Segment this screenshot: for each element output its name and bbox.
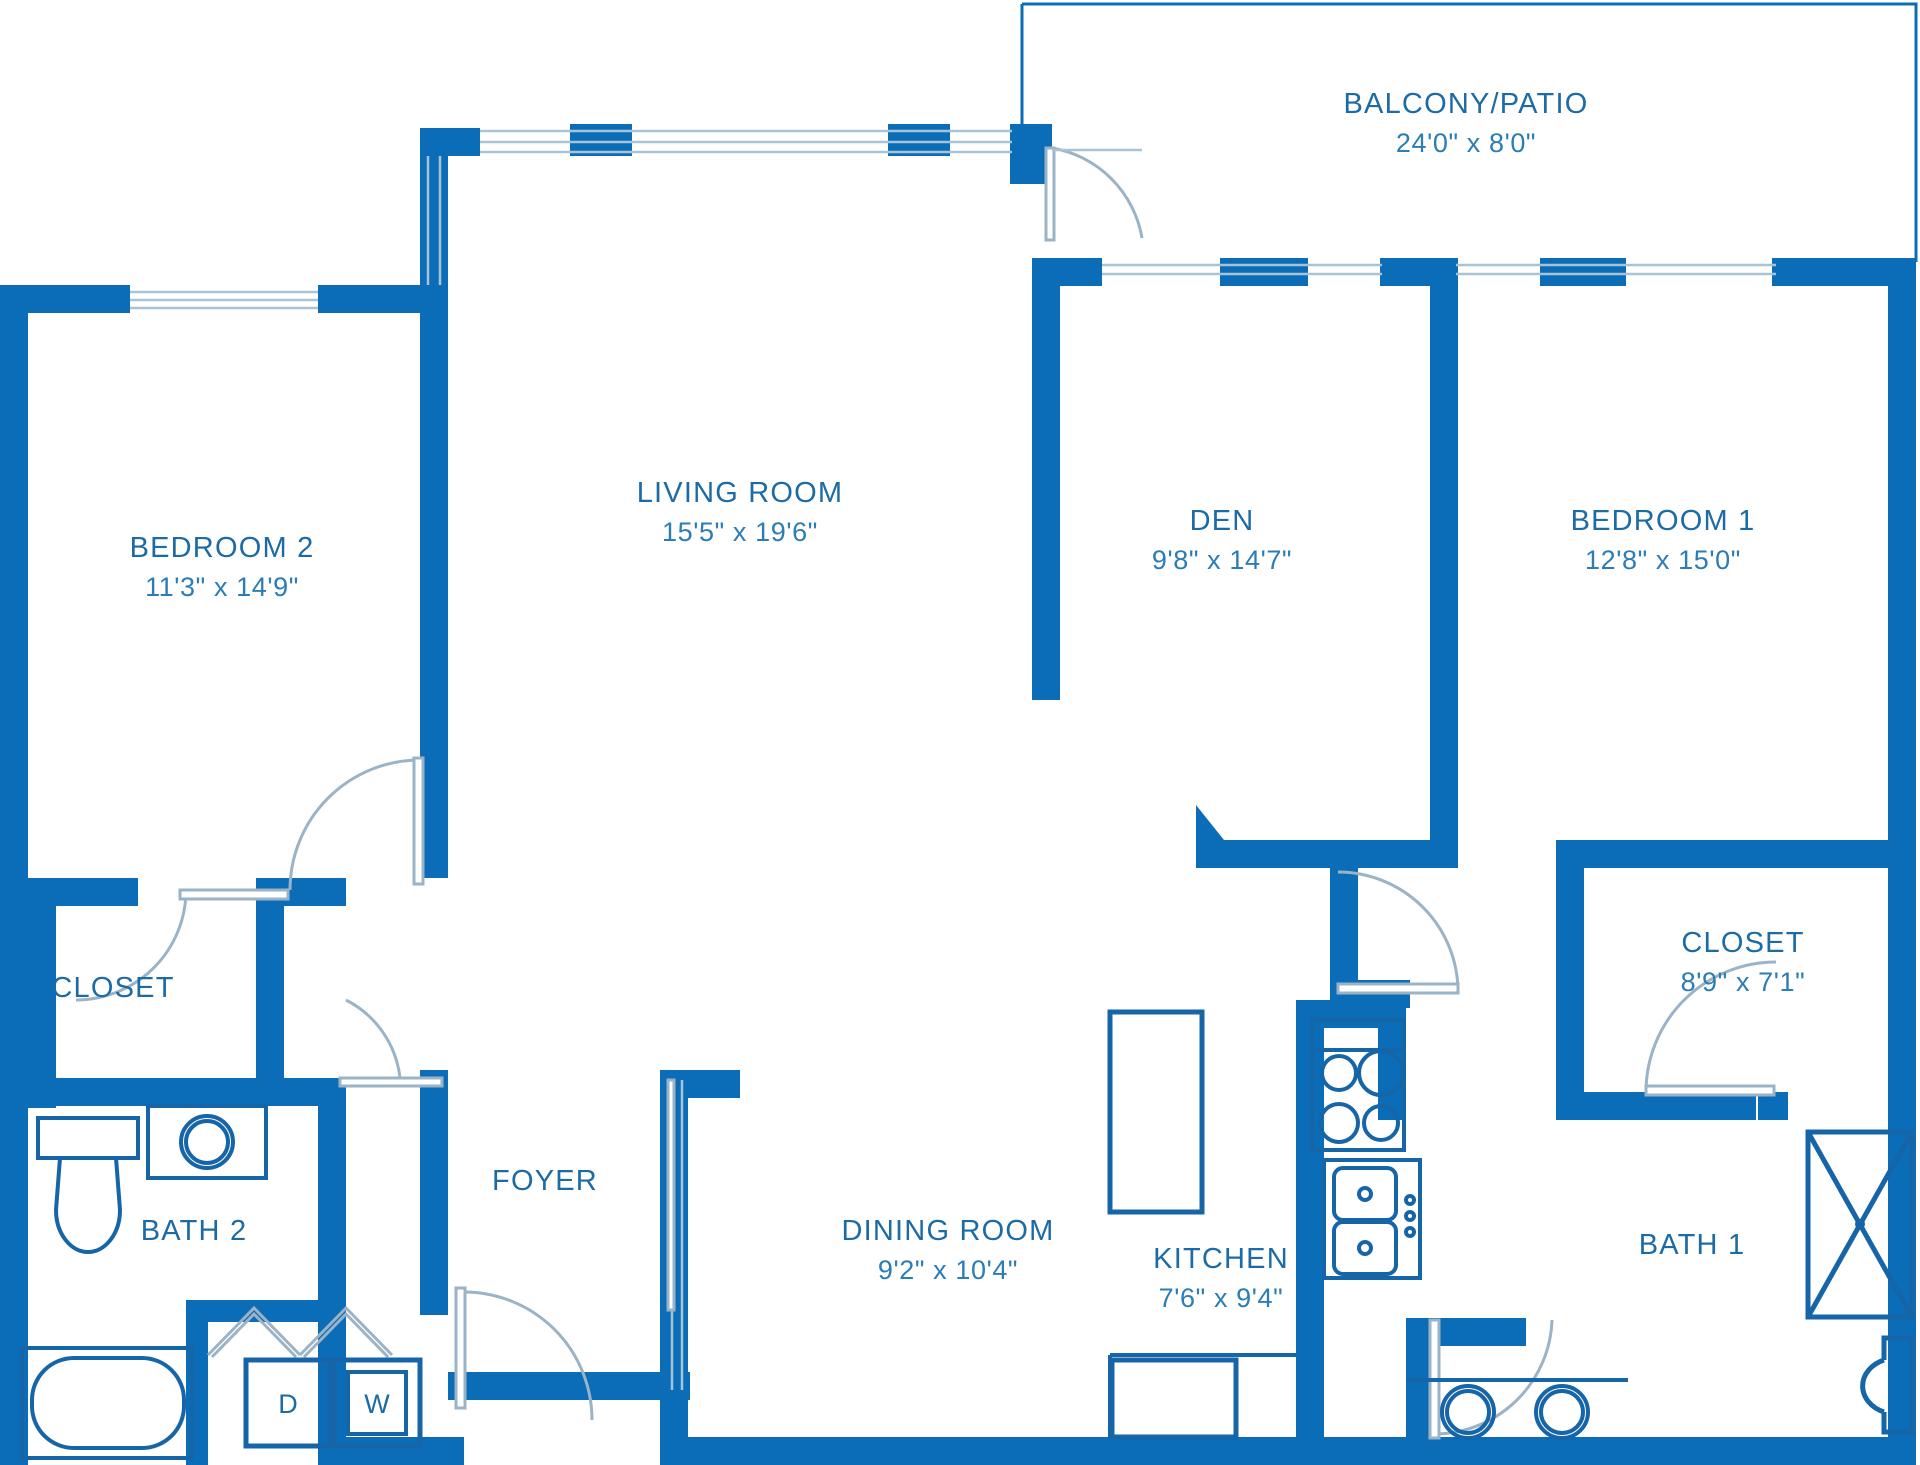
room-labels: BALCONY/PATIO 24'0" x 8'0" BEDROOM 2 11'…: [51, 88, 1806, 1313]
washer-icon: [331, 1357, 423, 1449]
bath1-fixtures: [1406, 1129, 1915, 1440]
room-label-den: DEN: [1190, 505, 1255, 537]
bath2-fixtures: [20, 1104, 423, 1460]
room-dim-closet-1: 8'9" x 7'1": [1681, 967, 1806, 997]
room-dim-kitchen: 7'6" x 9'4": [1159, 1283, 1284, 1313]
refrigerator-icon: [1107, 1009, 1205, 1215]
vanity-sink-icon: [146, 1104, 268, 1180]
room-dim-bedroom-2: 11'3" x 14'9": [145, 572, 299, 602]
bathtub-icon: [20, 1346, 194, 1460]
laundry-bifold-doors-icon: [206, 1305, 394, 1359]
room-label-foyer: FOYER: [492, 1165, 598, 1197]
toilet-icon: [1860, 1335, 1915, 1435]
room-label-bedroom-2: BEDROOM 2: [130, 532, 315, 564]
appliance-label-washer: W: [364, 1389, 390, 1419]
walls: [0, 124, 1916, 1465]
dryer-icon: [243, 1357, 333, 1449]
double-sink-icon: [1322, 1158, 1422, 1280]
room-label-bath-1: BATH 1: [1639, 1229, 1746, 1261]
room-label-living-room: LIVING ROOM: [637, 477, 844, 509]
room-dim-bedroom-1: 12'8" x 15'0": [1585, 545, 1741, 575]
kitchen-fixtures: [1107, 1009, 1422, 1440]
double-vanity-icon: [1406, 1378, 1628, 1440]
kitchen-counter-icon: [1108, 1353, 1296, 1440]
room-label-closet-2: CLOSET: [51, 972, 174, 1004]
room-dim-dining-room: 9'2" x 10'4": [878, 1255, 1018, 1285]
room-label-closet-1: CLOSET: [1681, 927, 1804, 959]
range-icon: [1310, 1018, 1406, 1152]
room-label-balcony: BALCONY/PATIO: [1344, 88, 1589, 120]
balcony-outline: [1020, 2, 1918, 262]
shower-stall-icon: [1805, 1129, 1915, 1320]
appliance-label-dryer: D: [278, 1389, 298, 1419]
toilet-icon: [36, 1116, 140, 1254]
appliance-labels: D W: [278, 1389, 390, 1419]
room-label-kitchen: KITCHEN: [1153, 1243, 1289, 1275]
room-dim-balcony: 24'0" x 8'0": [1396, 128, 1536, 158]
room-dim-living-room: 15'5" x 19'6": [662, 517, 818, 547]
room-label-bedroom-1: BEDROOM 1: [1571, 505, 1756, 537]
room-label-bath-2: BATH 2: [141, 1215, 248, 1247]
room-label-dining-room: DINING ROOM: [842, 1215, 1055, 1247]
room-dim-den: 9'8" x 14'7": [1152, 545, 1292, 575]
